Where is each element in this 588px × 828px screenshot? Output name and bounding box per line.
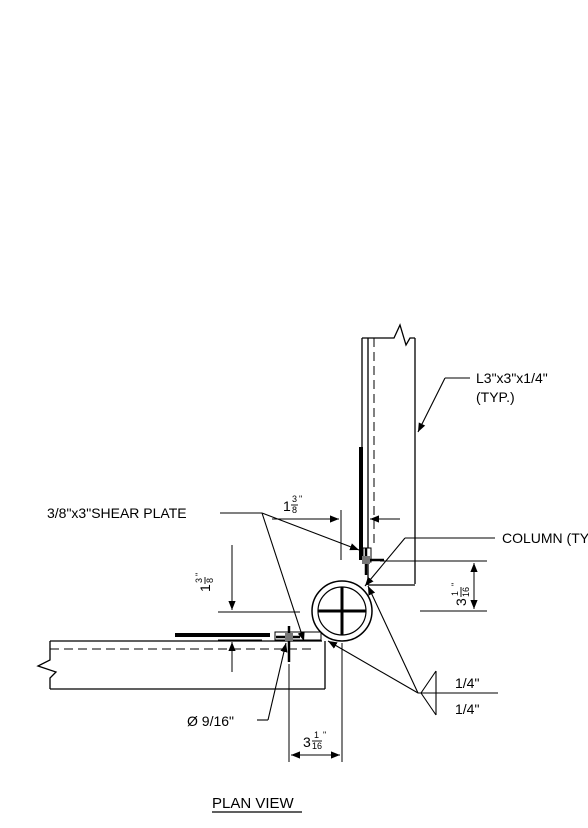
svg-text:16: 16 [461, 587, 471, 597]
svg-text:1: 1 [283, 498, 291, 514]
vertical-angle-member [361, 323, 416, 586]
svg-text:": " [194, 573, 204, 576]
dim-right [380, 560, 487, 612]
column-pipe [311, 580, 373, 642]
svg-text:3: 3 [292, 494, 297, 504]
svg-text:1: 1 [314, 730, 319, 740]
svg-text:8: 8 [292, 505, 297, 515]
dim-left [218, 545, 300, 672]
shear-plate-label: 3/8"x3"SHEAR PLATE [47, 505, 187, 521]
shear-plate-vertical [359, 447, 372, 563]
svg-text:": " [450, 583, 460, 586]
svg-text:3: 3 [303, 734, 311, 750]
svg-text:": " [299, 494, 302, 504]
svg-text:3: 3 [194, 578, 204, 583]
weld-size-top: 1/4" [455, 675, 479, 691]
dim-top-text: 1 3 8 " [283, 494, 302, 515]
svg-text:1: 1 [450, 591, 460, 596]
hole-label: Ø 9/16" [187, 713, 234, 729]
svg-text:16: 16 [312, 741, 322, 751]
horizontal-angle-member [36, 640, 326, 690]
dim-bottom [288, 643, 343, 762]
dim-top [272, 510, 400, 560]
dim-bottom-text: 3 1 16 " [303, 730, 326, 751]
svg-text:": " [323, 730, 326, 740]
dim-left-text: 1 3 8 " [194, 573, 215, 592]
bolt-horizontal [276, 626, 300, 662]
svg-text:3: 3 [453, 598, 469, 606]
break-symbol-top [362, 323, 415, 347]
break-symbol-left [36, 641, 58, 689]
dim-right-text: 3 1 16 " [450, 583, 471, 606]
weld-symbol [418, 670, 498, 716]
svg-text:1: 1 [197, 584, 213, 592]
angle-label: L3"x3"x1/4" [476, 370, 548, 386]
angle-typ-label: (TYP.) [476, 389, 515, 405]
column-label: COLUMN (TYP.) [502, 530, 588, 546]
weld-size-bottom: 1/4" [455, 701, 479, 717]
svg-text:8: 8 [205, 578, 215, 583]
bolt-vertical [362, 548, 384, 575]
leaders [220, 377, 495, 721]
drawing-title: PLAN VIEW [212, 795, 295, 812]
